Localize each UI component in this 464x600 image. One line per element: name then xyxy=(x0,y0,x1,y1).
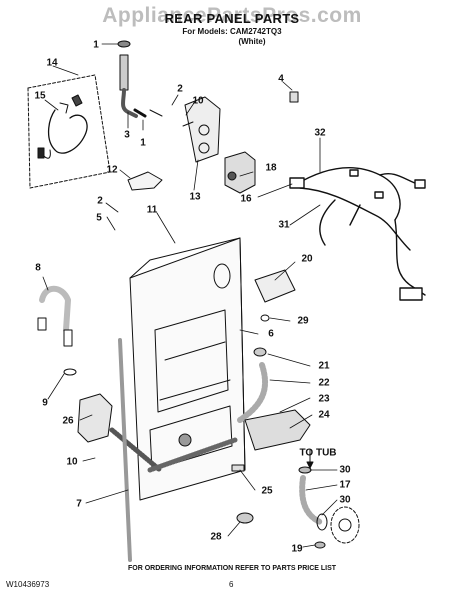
bracket-20 xyxy=(254,269,296,303)
document-number: W10436973 xyxy=(6,580,50,589)
bracket-12 xyxy=(127,171,163,191)
valve-18 xyxy=(224,151,256,194)
leader-lines xyxy=(42,43,338,548)
callout-23: 23 xyxy=(318,393,330,405)
callout-20: 20 xyxy=(301,253,313,265)
ordering-footer: FOR ORDERING INFORMATION REFER TO PARTS … xyxy=(127,565,337,572)
callout-31: 31 xyxy=(278,219,290,231)
callout-11: 11 xyxy=(146,204,158,216)
callout-15: 15 xyxy=(34,90,46,102)
callout-24: 24 xyxy=(318,409,330,421)
foot-28 xyxy=(236,512,254,524)
callout-7: 7 xyxy=(76,498,82,510)
callout-16: 16 xyxy=(240,193,252,205)
diagram-title: REAR PANEL PARTS xyxy=(164,11,300,26)
callout-1b: 1 xyxy=(140,137,146,149)
callout-19: 19 xyxy=(291,543,303,555)
callout-8: 8 xyxy=(35,262,41,274)
model-line: For Models: CAM2742TQ3 xyxy=(182,27,282,36)
page-number: 6 xyxy=(229,580,234,589)
callout-26: 26 xyxy=(62,415,74,427)
wire-harness xyxy=(289,167,426,301)
rear-panel xyxy=(129,237,246,501)
callout-17: 17 xyxy=(339,479,351,491)
callout-28: 28 xyxy=(210,531,222,543)
callout-30b: 30 xyxy=(339,494,351,506)
callout-12: 12 xyxy=(106,164,118,176)
callout-14: 14 xyxy=(46,57,58,69)
callout-29: 29 xyxy=(297,315,309,327)
callout-21: 21 xyxy=(318,360,330,372)
callout-32: 32 xyxy=(314,127,326,139)
tub-hose xyxy=(298,449,360,549)
hose-8 xyxy=(37,285,77,376)
watermark: AppliancePartsPros.com xyxy=(102,4,362,27)
callout-13: 13 xyxy=(189,191,201,203)
callout-6: 6 xyxy=(268,328,274,340)
callout-5: 5 xyxy=(96,212,102,224)
callout-10: 10 xyxy=(192,95,204,107)
model-subtitle: For Models: CAM2742TQ3 (White) xyxy=(0,27,464,47)
callout-2: 2 xyxy=(177,83,183,95)
drain-assembly xyxy=(147,347,311,473)
to-tub-label: TO TUB xyxy=(299,447,337,459)
color-line: (White) xyxy=(238,37,266,46)
inlet-assembly xyxy=(117,40,221,163)
clip-4 xyxy=(289,91,299,103)
callout-25: 25 xyxy=(261,485,273,497)
callout-4: 4 xyxy=(278,73,284,85)
callout-10b: 10 xyxy=(66,456,78,468)
callout-9: 9 xyxy=(42,397,48,409)
callout-2b: 2 xyxy=(97,195,103,207)
harness-box xyxy=(27,74,111,189)
callout-3: 3 xyxy=(124,129,130,141)
pump-26 xyxy=(77,338,163,562)
callout-22: 22 xyxy=(318,377,330,389)
callout-1: 1 xyxy=(93,39,99,51)
callout-18: 18 xyxy=(265,162,277,174)
callout-30: 30 xyxy=(339,464,351,476)
